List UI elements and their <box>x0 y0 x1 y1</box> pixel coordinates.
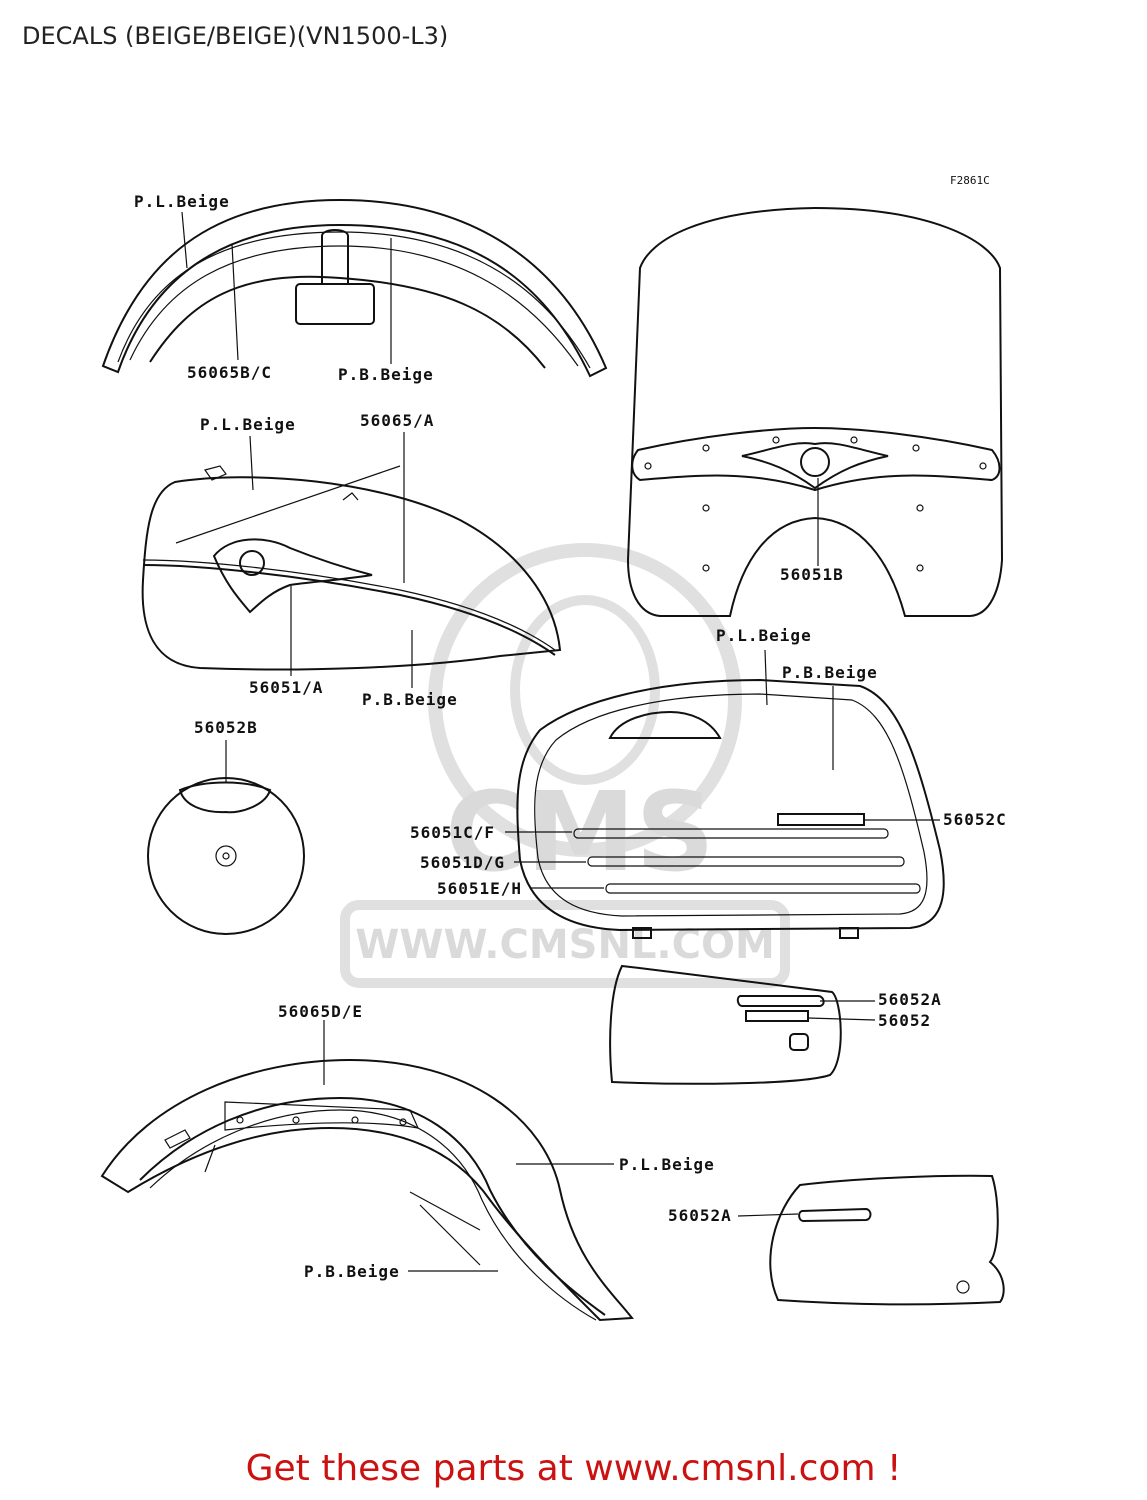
watermark-banner <box>340 900 790 988</box>
watermark-head <box>510 595 660 785</box>
label-side-cover2-logo: 56052A <box>668 1206 732 1225</box>
label-front-fender-color-base: P.B.Beige <box>338 365 434 384</box>
emblem-1500 <box>147 777 305 935</box>
label-saddlebag-stripe-1: 56051C/F <box>410 823 495 842</box>
side-cover-logo-plate <box>736 995 825 1007</box>
label-windshield-emblem: 56051B <box>780 565 844 584</box>
emblem-1500-badge <box>178 781 272 814</box>
watermark-ring <box>428 543 742 857</box>
saddlebag-latch <box>608 710 722 739</box>
label-tank-emblem: 56051/A <box>249 678 323 697</box>
label-tank-stripe: 56065/A <box>360 411 434 430</box>
label-rear-fender-color-base: P.B.Beige <box>304 1262 400 1281</box>
label-emblem-1500: 56052B <box>194 718 258 737</box>
label-rear-fender-color-top: P.L.Beige <box>619 1155 715 1174</box>
saddlebag <box>516 678 945 939</box>
label-side-cover-model: 56052 <box>878 1011 931 1030</box>
leader-lines <box>181 211 940 1272</box>
figure-code: F2861C <box>950 174 990 187</box>
tank-emblem-v <box>239 550 265 576</box>
windshield-emblem <box>741 442 889 490</box>
side-cover-model-plate <box>745 1010 809 1022</box>
label-tank-color-base: P.B.Beige <box>362 690 458 709</box>
label-saddlebag-logo: 56052C <box>943 810 1007 829</box>
side-cover2-logo-plate <box>798 1207 872 1223</box>
watermark-brand: CMS <box>445 768 714 896</box>
label-saddlebag-color-top: P.L.Beige <box>716 626 812 645</box>
rear-fender <box>100 1058 634 1322</box>
saddlebag-logo-plate <box>777 813 865 826</box>
label-front-fender-color-top: P.L.Beige <box>134 192 230 211</box>
windshield <box>626 206 1004 617</box>
label-saddlebag-stripe-2: 56051D/G <box>420 853 505 872</box>
label-saddlebag-stripe-3: 56051E/H <box>437 879 522 898</box>
label-rear-fender-part: 56065D/E <box>278 1002 363 1021</box>
side-cover-right <box>609 964 842 1085</box>
fender-mount-bracket <box>295 283 375 325</box>
page-title: DECALS (BEIGE/BEIGE)(VN1500-L3) <box>22 22 449 50</box>
rear-fender-stay <box>224 1101 420 1131</box>
cta-link[interactable]: Get these parts at www.cmsnl.com ! <box>245 1448 902 1489</box>
front-fender <box>101 198 608 378</box>
label-front-fender-part: 56065B/C <box>187 363 272 382</box>
side-cover-left <box>769 1174 1005 1306</box>
tank-emblem-shape <box>212 538 373 614</box>
label-side-cover-logo: 56052A <box>878 990 942 1009</box>
label-saddlebag-color-base: P.B.Beige <box>782 663 878 682</box>
windshield-bracket <box>631 426 1001 492</box>
label-tank-color-top: P.L.Beige <box>200 415 296 434</box>
fuel-tank <box>141 465 562 671</box>
part-labels: P.L.Beige 56065B/C P.B.Beige P.L.Beige 5… <box>134 192 1007 1281</box>
watermark: CMS WWW.CMSNL.COM <box>340 543 790 988</box>
